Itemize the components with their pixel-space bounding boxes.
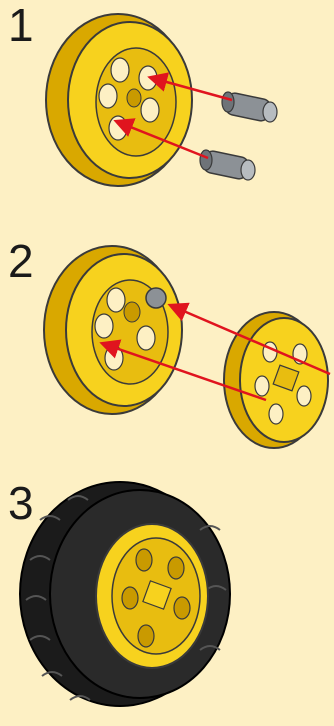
wheel-rim-icon: [44, 246, 182, 414]
step-1-group: [46, 14, 277, 186]
connector-pin-icon: [146, 288, 166, 308]
step-3-group: [20, 482, 230, 706]
wheel-rim-icon: [46, 14, 192, 186]
connector-pin-icon: [200, 150, 255, 181]
connector-pin-icon: [222, 92, 277, 123]
hub-disc-icon: [224, 312, 328, 448]
wheel-rim-icon: [96, 524, 208, 668]
step-2-group: [44, 246, 330, 448]
